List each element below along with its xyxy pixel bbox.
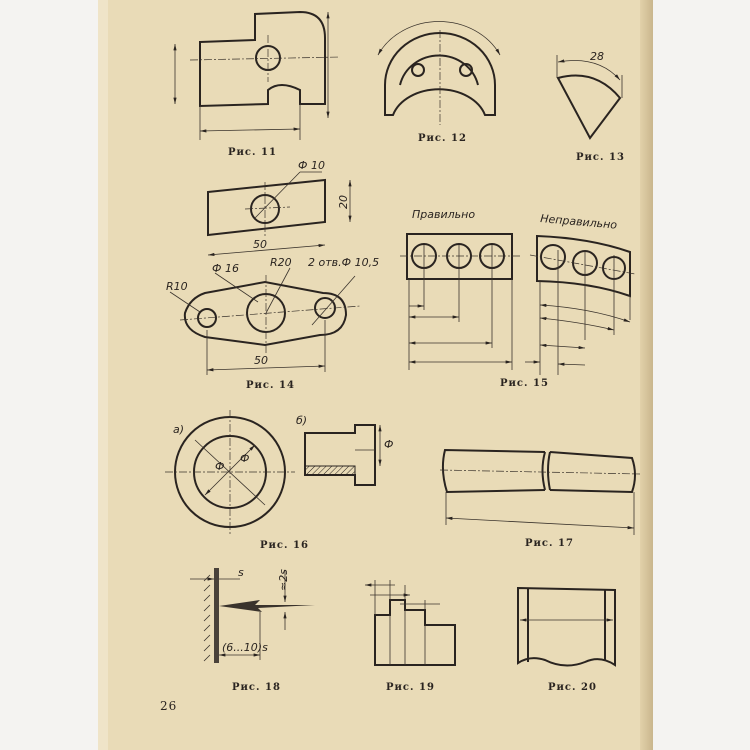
figure-caption: Рис. 19 [386, 682, 435, 693]
part-a-label: а) [173, 423, 184, 436]
end-radius-label: R10 [166, 280, 188, 293]
center-diameter-label: Ф 16 [212, 262, 239, 275]
figure-12: Рис. 12 [377, 21, 501, 144]
figure-19: Рис. 19 [365, 580, 456, 693]
figure-caption: Рис. 11 [228, 147, 277, 158]
figure-14: Ф 10 20 50 R10 Ф 16 R20 2 отв.Ф 10,5 50 … [166, 159, 379, 391]
figure-17: Рис. 17 [439, 448, 641, 549]
correct-label: Правильно [412, 208, 475, 221]
figure-caption: Рис. 18 [232, 682, 281, 693]
figure-15: Правильно Неправильно Рис. 15 [400, 208, 636, 389]
hole-diameter-label: Ф 10 [298, 159, 325, 172]
figure-caption: Рис. 17 [525, 538, 574, 549]
page-number: 26 [160, 699, 177, 713]
range-label: (6...10)s [222, 641, 268, 654]
figure-13: 28 Рис. 13 [556, 50, 625, 163]
figure-18: s ≈2s (6...10)s Рис. 18 [190, 566, 315, 693]
arc-dimension: 28 [590, 50, 604, 63]
bottom-width-label: 50 [254, 354, 268, 367]
figure-caption: Рис. 13 [576, 152, 625, 163]
s-label: s [238, 566, 244, 579]
diameter-label: Ф [384, 438, 393, 451]
approx-2s-label: ≈2s [277, 569, 290, 591]
diameter-label: Ф [240, 452, 249, 465]
holes-label: 2 отв.Ф 10,5 [308, 256, 379, 269]
page-gutter [640, 0, 653, 750]
figure-11: Рис. 11 [173, 10, 341, 158]
figure-caption: Рис. 20 [548, 682, 597, 693]
figure-caption: Рис. 14 [246, 380, 295, 391]
incorrect-label: Неправильно [540, 212, 618, 232]
figure-caption: Рис. 12 [418, 133, 467, 144]
figure-20: Рис. 20 [517, 586, 616, 693]
height-label: 20 [337, 195, 350, 209]
part-b-label: б) [296, 414, 307, 427]
page-edge [98, 0, 108, 750]
figure-16: а) Ф Ф б) Ф Рис. 16 [165, 410, 393, 551]
figure-caption: Рис. 16 [260, 540, 309, 551]
figure-caption: Рис. 15 [500, 378, 549, 389]
width-label: 50 [253, 238, 267, 251]
center-radius-label: R20 [270, 256, 292, 269]
diameter-label: Ф [215, 460, 224, 473]
